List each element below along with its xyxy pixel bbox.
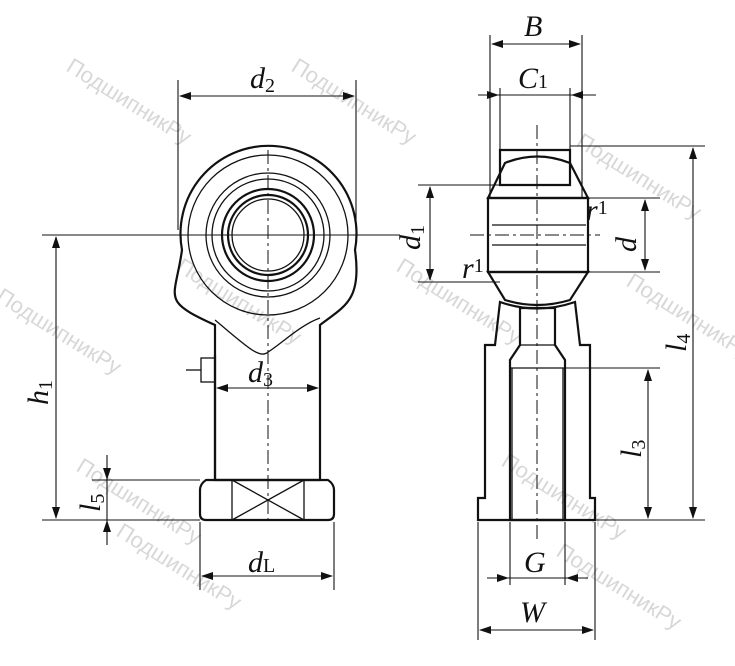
label-r1-bottom: r1 [462,252,484,285]
label-l4: l4 [660,334,695,352]
front-view [42,144,400,522]
label-l5: l5 [74,494,109,512]
label-h1: h1 [22,380,57,405]
label-G: G [524,546,546,579]
watermark: ПодшипникРу [287,53,421,149]
label-C1: C1 [518,62,548,95]
label-d: d [610,236,643,252]
label-l3: l3 [615,440,650,458]
watermark: ПодшипникРу [552,538,686,634]
label-r1-top: r1 [586,194,608,227]
front-view-dimensions [42,80,357,590]
label-d1: d1 [394,225,429,250]
watermark-layer: ПодшипникРу ПодшипникРу ПодшипникРу Подш… [0,53,735,634]
section-view-dimensions [418,35,705,640]
dimension-labels: d2 d3 dL h1 l5 B C1 d1 d r1 r1 l4 l3 G W [22,10,695,629]
label-dL: dL [248,546,275,579]
label-d3: d3 [248,356,273,391]
label-d2: d2 [250,62,275,97]
watermark: ПодшипникРу [172,253,306,349]
label-B: B [524,10,542,43]
watermark: ПодшипникРу [0,283,126,379]
section-view [470,125,600,540]
label-W: W [520,596,548,629]
watermark: ПодшипникРу [62,53,196,149]
